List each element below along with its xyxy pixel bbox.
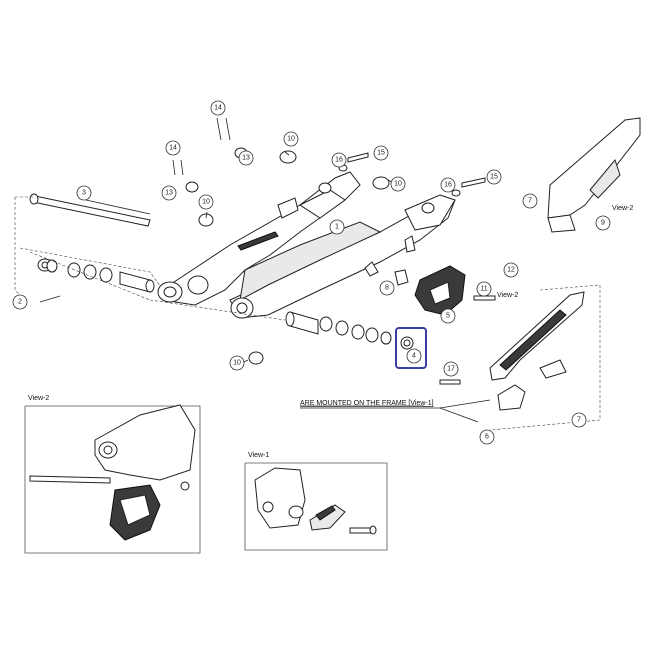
- bearing-set-left: [37, 258, 155, 293]
- callout-6[interactable]: 6: [479, 429, 495, 445]
- view-2-title: View-2: [28, 395, 49, 402]
- svg-text:12: 12: [507, 267, 515, 274]
- callout-4[interactable]: 4: [406, 348, 422, 364]
- svg-text:10: 10: [394, 181, 402, 188]
- view-1-title: View-1: [248, 452, 269, 459]
- callout-10c[interactable]: 10: [198, 194, 214, 210]
- svg-text:17: 17: [447, 366, 455, 373]
- callout-10d[interactable]: 10: [229, 355, 245, 371]
- svg-text:1: 1: [335, 224, 339, 231]
- svg-text:9: 9: [601, 220, 605, 227]
- svg-text:4: 4: [412, 353, 416, 360]
- svg-text:14: 14: [214, 105, 222, 112]
- callout-12[interactable]: 12: [503, 262, 519, 278]
- callout-10a[interactable]: 10: [283, 131, 299, 147]
- svg-text:14: 14: [169, 145, 177, 152]
- svg-text:3: 3: [82, 190, 86, 197]
- svg-text:15: 15: [377, 150, 385, 157]
- frame-mount-note: ARE MOUNTED ON THE FRAME [View-1]: [300, 400, 434, 407]
- svg-text:13: 13: [242, 155, 250, 162]
- chain-guard: [547, 117, 641, 233]
- svg-text:6: 6: [485, 434, 489, 441]
- svg-text:5: 5: [446, 313, 450, 320]
- callout-2[interactable]: 2: [12, 294, 28, 310]
- callout-16b[interactable]: 16: [440, 177, 456, 193]
- view-2-tag-bolt: View-2: [497, 292, 518, 299]
- callout-7b[interactable]: 7: [571, 412, 587, 428]
- svg-text:15: 15: [490, 174, 498, 181]
- callout-13b[interactable]: 13: [161, 185, 177, 201]
- callout-10b[interactable]: 10: [390, 176, 406, 192]
- svg-text:7: 7: [577, 417, 581, 424]
- svg-text:2: 2: [18, 299, 22, 306]
- view-2-inset: View-2: [24, 395, 201, 554]
- swingarm: [157, 171, 456, 319]
- bolts: [172, 117, 496, 385]
- callout-11[interactable]: 11: [476, 281, 492, 297]
- pivot-shaft: [29, 193, 151, 227]
- svg-text:11: 11: [480, 286, 487, 293]
- callout-5[interactable]: 5: [440, 308, 456, 324]
- callout-15b[interactable]: 15: [486, 169, 502, 185]
- chain-guide: [394, 265, 466, 316]
- part-4-highlight[interactable]: [395, 327, 427, 369]
- callout-3[interactable]: 3: [76, 185, 92, 201]
- view-2-tag-chainguard: View-2: [612, 205, 633, 212]
- svg-text:16: 16: [335, 157, 343, 164]
- callout-14a[interactable]: 14: [210, 100, 226, 116]
- view-1-inset: View-1: [244, 452, 388, 551]
- bearing-set-right: [285, 311, 392, 345]
- callout-7a[interactable]: 7: [522, 193, 538, 209]
- svg-text:10: 10: [287, 136, 295, 143]
- callout-16a[interactable]: 16: [331, 152, 347, 168]
- svg-text:10: 10: [233, 360, 241, 367]
- chain-slider: [489, 291, 585, 411]
- svg-text:10: 10: [202, 199, 210, 206]
- callout-15a[interactable]: 15: [373, 145, 389, 161]
- callout-14b[interactable]: 14: [165, 140, 181, 156]
- svg-text:16: 16: [444, 182, 452, 189]
- callout-8[interactable]: 8: [379, 280, 395, 296]
- svg-text:8: 8: [385, 285, 389, 292]
- callout-9[interactable]: 9: [595, 215, 611, 231]
- svg-text:13: 13: [165, 190, 173, 197]
- callout-1[interactable]: 1: [329, 219, 345, 235]
- svg-text:7: 7: [528, 198, 532, 205]
- callout-13a[interactable]: 13: [238, 150, 254, 166]
- callout-17[interactable]: 17: [443, 361, 459, 377]
